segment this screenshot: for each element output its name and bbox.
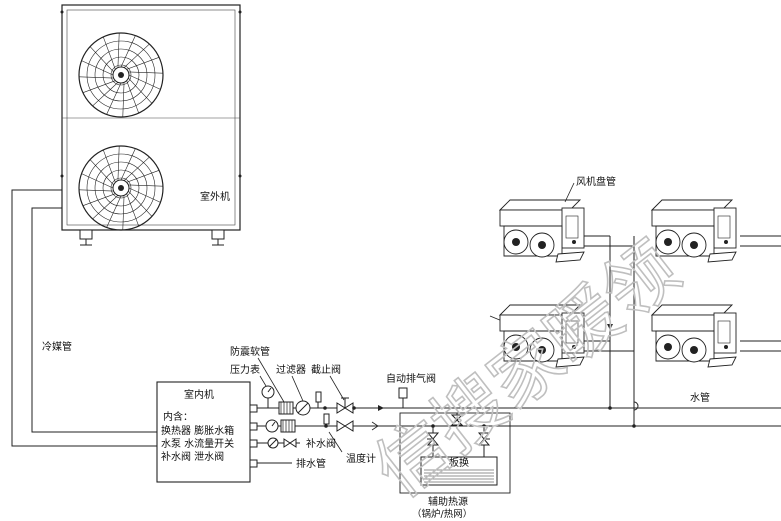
fan-coil-unit-4 [650,304,737,368]
drain-pipe-label: 排水管 [296,457,326,470]
thermometer-label: 温度计 [346,452,376,465]
pressure-gauge-label: 压力表 [230,363,260,376]
filter-label: 过滤器 [276,363,306,376]
anti-vibration-hose-icon [278,401,294,415]
fan-coil-unit-3 [498,304,585,368]
upper-fan-guard [78,32,164,118]
aux-heat-source-note: （锅炉/热网） [412,508,472,520]
fan-coil-unit-1 [498,199,585,263]
stop-valve-label: 截止阀 [311,363,341,376]
pipe-fitting-icon [315,391,327,410]
stop-valve-icon [336,397,356,414]
return-hose-icon [280,419,296,433]
refrigerant-pipe-label: 冷媒管 [42,340,72,353]
lower-fan-guard [78,145,164,231]
return-stop-valve-icon [336,420,354,432]
anti-vibration-hose-label: 防震软管 [230,345,270,358]
plate-exchanger-label: 板换 [449,456,469,469]
indoor-unit [156,381,251,483]
water-pipe-label: 水管 [690,391,710,404]
outdoor-unit-label: 室外机 [200,190,230,203]
pressure-gauge-icon [261,385,275,408]
auto-air-vent-label: 自动排气阀 [386,372,436,385]
return-gauge-icon [265,419,279,433]
thermometer-icon [323,413,343,453]
indoor-unit-line-3: 水泵 水流量开关 [161,437,234,450]
aux-heat-source-box [399,412,511,494]
indoor-unit-title: 室内机 [184,388,214,401]
auto-air-vent-icon [398,387,408,408]
refrigerant-pipes [11,189,157,447]
fan-coil-unit-2 [650,199,737,263]
watermark: 信搜家暖领 [359,226,694,514]
outdoor-unit [60,4,242,246]
aux-heat-source-label: 辅助热源 [428,495,468,508]
fan-coil-label: 风机盘管 [576,175,616,188]
indoor-unit-line-2: 换热器 膨胀水箱 [161,424,234,437]
indoor-unit-line-1: 内含： [163,410,193,423]
makeup-valve-icon [267,437,297,449]
indoor-unit-ports [249,404,258,468]
indoor-unit-line-4: 补水阀 泄水阀 [161,450,224,463]
filter-icon [295,400,311,416]
makeup-valve-label: 补水阀 [306,437,336,450]
